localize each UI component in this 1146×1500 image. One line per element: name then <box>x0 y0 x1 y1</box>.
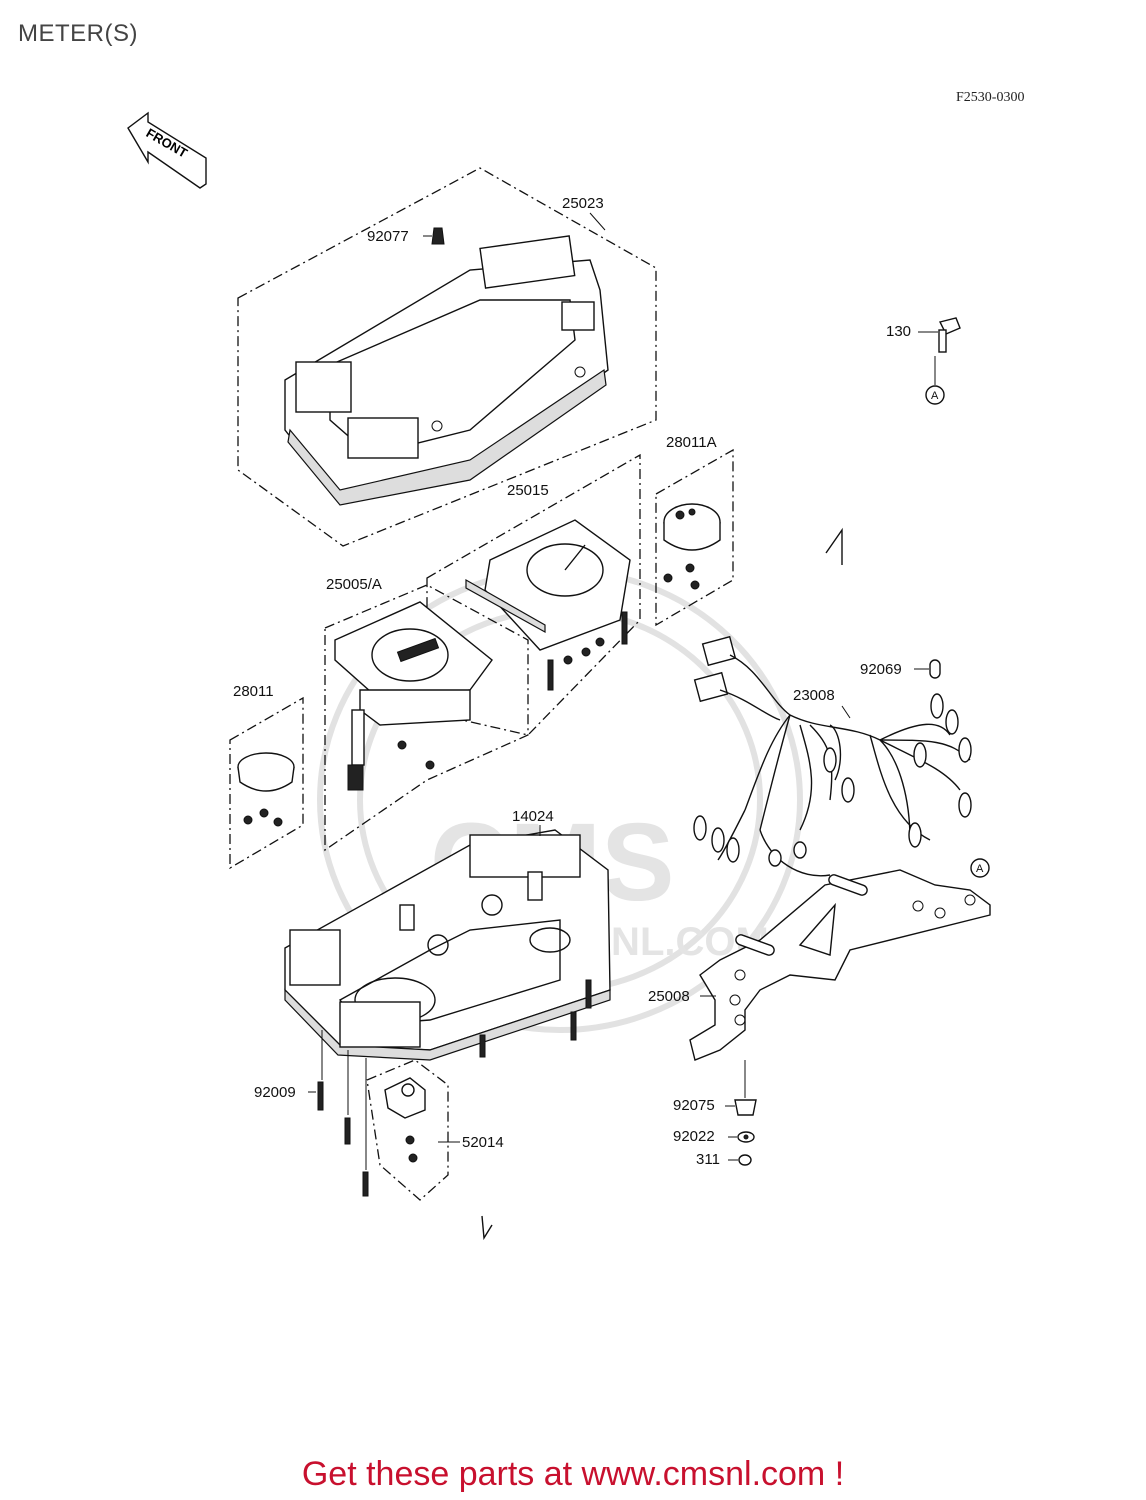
meter-cover-part <box>284 235 609 506</box>
ref-marker-a-top-icon: A <box>925 385 945 405</box>
tachometer-25015-part <box>465 519 631 691</box>
speedometer-box <box>324 584 529 852</box>
wiring-harness-23008-part <box>693 635 972 877</box>
part-label-311: 311 <box>696 1151 720 1168</box>
part-label-52014: 52014 <box>462 1134 504 1151</box>
screws-92009-icon <box>317 1081 369 1197</box>
page-title: METER(S) <box>18 20 138 47</box>
screw-92077-icon <box>431 227 445 245</box>
washer-92022-icon <box>737 1131 755 1143</box>
sensor-box <box>366 1059 449 1201</box>
part-label-92077: 92077 <box>367 228 409 245</box>
part-label-28011: 28011 <box>233 683 274 700</box>
bracket-25008-part <box>689 869 991 1061</box>
part-label-25008: 25008 <box>648 988 690 1005</box>
part-label-92069: 92069 <box>860 661 902 678</box>
tachometer-box <box>426 453 641 736</box>
part-label-130: 130 <box>886 323 912 340</box>
part-label-25015: 25015 <box>507 482 549 499</box>
footer-cta-link[interactable]: Get these parts at www.cmsnl.com ! <box>301 1455 845 1493</box>
part-label-92009: 92009 <box>254 1084 296 1101</box>
handwritten-mark-bottom-icon <box>481 1215 493 1241</box>
part-label-25005a: 25005/A <box>326 576 382 593</box>
lamp-socket-28011-part <box>237 752 295 827</box>
nut-311-icon <box>738 1154 752 1166</box>
part-label-25023: 25023 <box>562 195 604 212</box>
speedometer-25005a-part <box>334 601 493 791</box>
lamp-socket-28011a-part <box>663 503 721 590</box>
part-label-23008: 23008 <box>793 687 835 704</box>
part-label-92022: 92022 <box>673 1128 715 1145</box>
part-label-92075: 92075 <box>673 1097 715 1114</box>
ref-marker-a-top: A <box>931 390 939 402</box>
grommet-92075-icon <box>734 1099 757 1116</box>
bulb-92069-icon <box>929 659 941 679</box>
ref-marker-a-bracket-icon: A <box>970 858 990 878</box>
meter-case-14024-part <box>284 829 611 1061</box>
ref-marker-a-bracket: A <box>976 863 984 875</box>
front-arrow-icon: FRONT <box>127 111 207 189</box>
part-label-14024: 14024 <box>512 808 554 825</box>
part-label-28011a: 28011A <box>666 434 717 451</box>
bolt-130-icon <box>938 317 961 353</box>
figure-code: F2530-0300 <box>956 90 1025 105</box>
sensor-52014-part <box>384 1077 426 1163</box>
cover-assembly-box <box>237 167 657 547</box>
handwritten-mark-right-icon <box>825 527 843 565</box>
